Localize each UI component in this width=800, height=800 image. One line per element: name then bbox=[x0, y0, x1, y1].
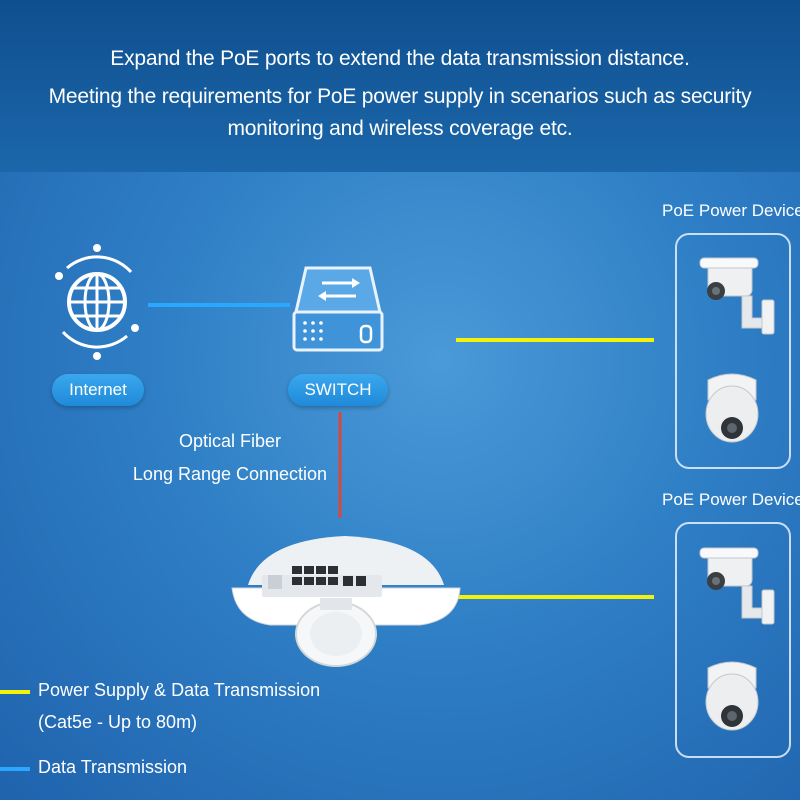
fiber-label-line-1: Optical Fiber bbox=[178, 431, 282, 451]
legend-power-label: Power Supply & Data Transmission bbox=[38, 680, 321, 700]
device-group-2-bracket bbox=[675, 522, 791, 758]
device-group-1-title: PoE Power Device bbox=[662, 201, 800, 220]
legend-power-sublabel: (Cat5e - Up to 80m) bbox=[38, 712, 198, 732]
switch-label: SWITCH bbox=[288, 374, 388, 406]
device-group-2-title: PoE Power Device bbox=[662, 490, 800, 509]
bullet-camera-icon-2 bbox=[699, 547, 775, 625]
outdoor-poe-switch-icon bbox=[231, 536, 461, 667]
bullet-camera-icon-1 bbox=[699, 257, 775, 335]
internet-label: Internet bbox=[52, 374, 144, 406]
internet-globe-icon bbox=[55, 244, 139, 360]
switch-icon bbox=[292, 266, 384, 352]
header-line-1: Expand the PoE ports to extend the data … bbox=[110, 47, 690, 70]
device-group-1-bracket bbox=[675, 233, 791, 469]
dome-camera-icon-1 bbox=[705, 373, 759, 443]
header-banner: Expand the PoE ports to extend the data … bbox=[0, 0, 800, 172]
header-line-2: Meeting the requirements for PoE power s… bbox=[48, 85, 752, 108]
legend-data-label: Data Transmission bbox=[38, 757, 188, 777]
dome-camera-icon-2 bbox=[705, 661, 759, 731]
header-line-3: monitoring and wireless coverage etc. bbox=[227, 117, 573, 140]
fiber-label-line-2: Long Range Connection bbox=[132, 464, 328, 484]
